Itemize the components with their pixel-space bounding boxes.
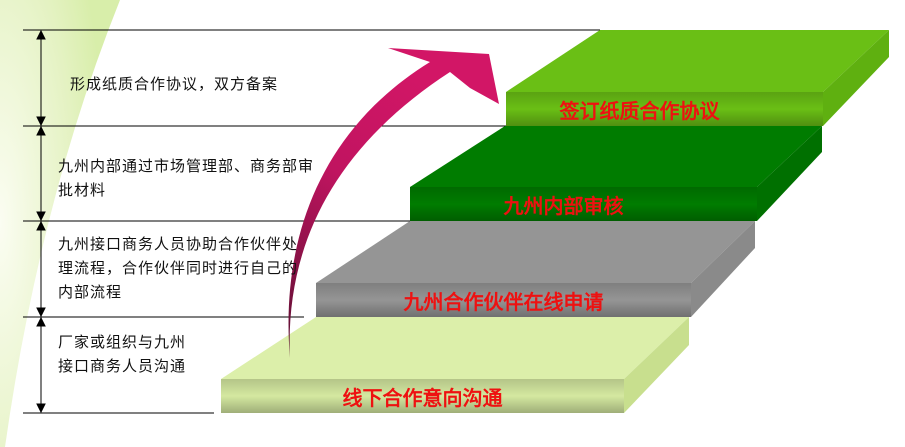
step-4-label: 签订纸质合作协议 — [559, 99, 720, 123]
step-1-label: 线下合作意向沟通 — [342, 386, 503, 410]
step-2-label: 九州合作伙伴在线申请 — [403, 290, 604, 314]
step-3-block — [410, 126, 822, 221]
step-1-block — [221, 317, 689, 413]
step-2-description: 九州接口商务人员协助合作伙伴处理流程，合作伙伴同时进行自己的内部流程 — [58, 235, 299, 301]
step-2-block — [316, 221, 755, 317]
step-4-block — [506, 30, 889, 126]
step-3-label: 九州内部审核 — [503, 194, 624, 218]
dimension-arrows — [36, 29, 46, 414]
guide-lines — [23, 29, 600, 414]
step-3-description: 九州内部通过市场管理部、商务部审批材料 — [58, 157, 315, 199]
step-4-description: 形成纸质合作协议，双方备案 — [70, 75, 279, 93]
progress-arrow — [288, 48, 499, 358]
step-1-description: 厂家或组织与九州接口商务人员沟通 — [58, 333, 187, 375]
background-swoosh — [0, 0, 120, 447]
